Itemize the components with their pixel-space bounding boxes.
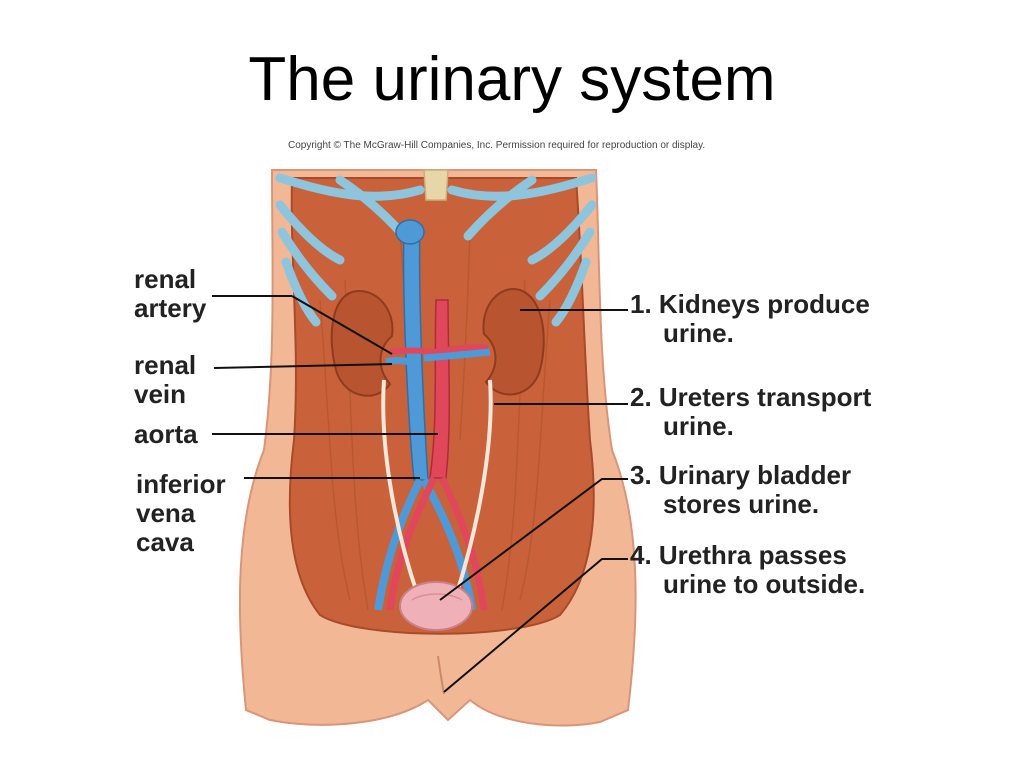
label-ivc-line1: inferior: [136, 469, 226, 499]
left-kidney: [330, 290, 394, 397]
copyright-notice: Copyright © The McGraw-Hill Companies, I…: [288, 140, 706, 151]
label-renal-artery-line1: renal: [134, 264, 197, 294]
left-ureter: [381, 379, 420, 597]
label-urethra-line2: urine to outside.: [663, 569, 866, 599]
renal-artery-left: [389, 347, 439, 355]
label-bladder-line1: 3. Urinary bladder: [630, 460, 852, 490]
label-ivc-line2: vena: [136, 498, 196, 528]
label-renal-vein: renal vein: [134, 351, 196, 409]
label-bladder: 3. Urinary bladder stores urine.: [630, 461, 851, 519]
label-renal-artery: renal artery: [134, 265, 206, 323]
label-inferior-vena-cava: inferior vena cava: [136, 470, 226, 557]
renal-artery-right: [445, 344, 489, 353]
renal-vein-left: [384, 357, 411, 366]
vena-cava-top: [395, 219, 425, 245]
label-renal-vein-line2: vein: [134, 379, 187, 409]
label-kidneys: 1. Kidneys produce urine.: [630, 290, 870, 348]
rib-cage: [275, 173, 597, 327]
label-ivc-line3: cava: [136, 527, 194, 557]
label-urethra-line1: 4. Urethra passes: [630, 540, 847, 570]
label-ureters-line1: 2. Ureters transport: [630, 382, 872, 412]
renal-vein-right: [423, 348, 491, 362]
right-kidney: [482, 288, 545, 396]
sternum: [423, 169, 449, 201]
label-urethra: 4. Urethra passes urine to outside.: [630, 541, 865, 599]
label-aorta-line1: aorta: [134, 419, 198, 449]
leader-renal-vein: [213, 363, 393, 369]
label-renal-artery-line2: artery: [134, 293, 207, 323]
label-bladder-line2: stores urine.: [663, 489, 820, 519]
label-renal-vein-line1: renal: [134, 350, 197, 380]
label-ureters-line2: urine.: [663, 411, 734, 441]
page-title: The urinary system: [248, 45, 776, 114]
label-ureters: 2. Ureters transport urine.: [630, 383, 871, 441]
label-aorta: aorta: [134, 420, 198, 449]
right-ureter: [454, 379, 493, 597]
leader-bladder: [439, 478, 628, 601]
urinary-bladder: [399, 581, 473, 631]
leader-urethra: [443, 558, 628, 693]
label-kidneys-line1: 1. Kidneys produce: [630, 289, 870, 319]
label-kidneys-line2: urine.: [663, 318, 734, 348]
